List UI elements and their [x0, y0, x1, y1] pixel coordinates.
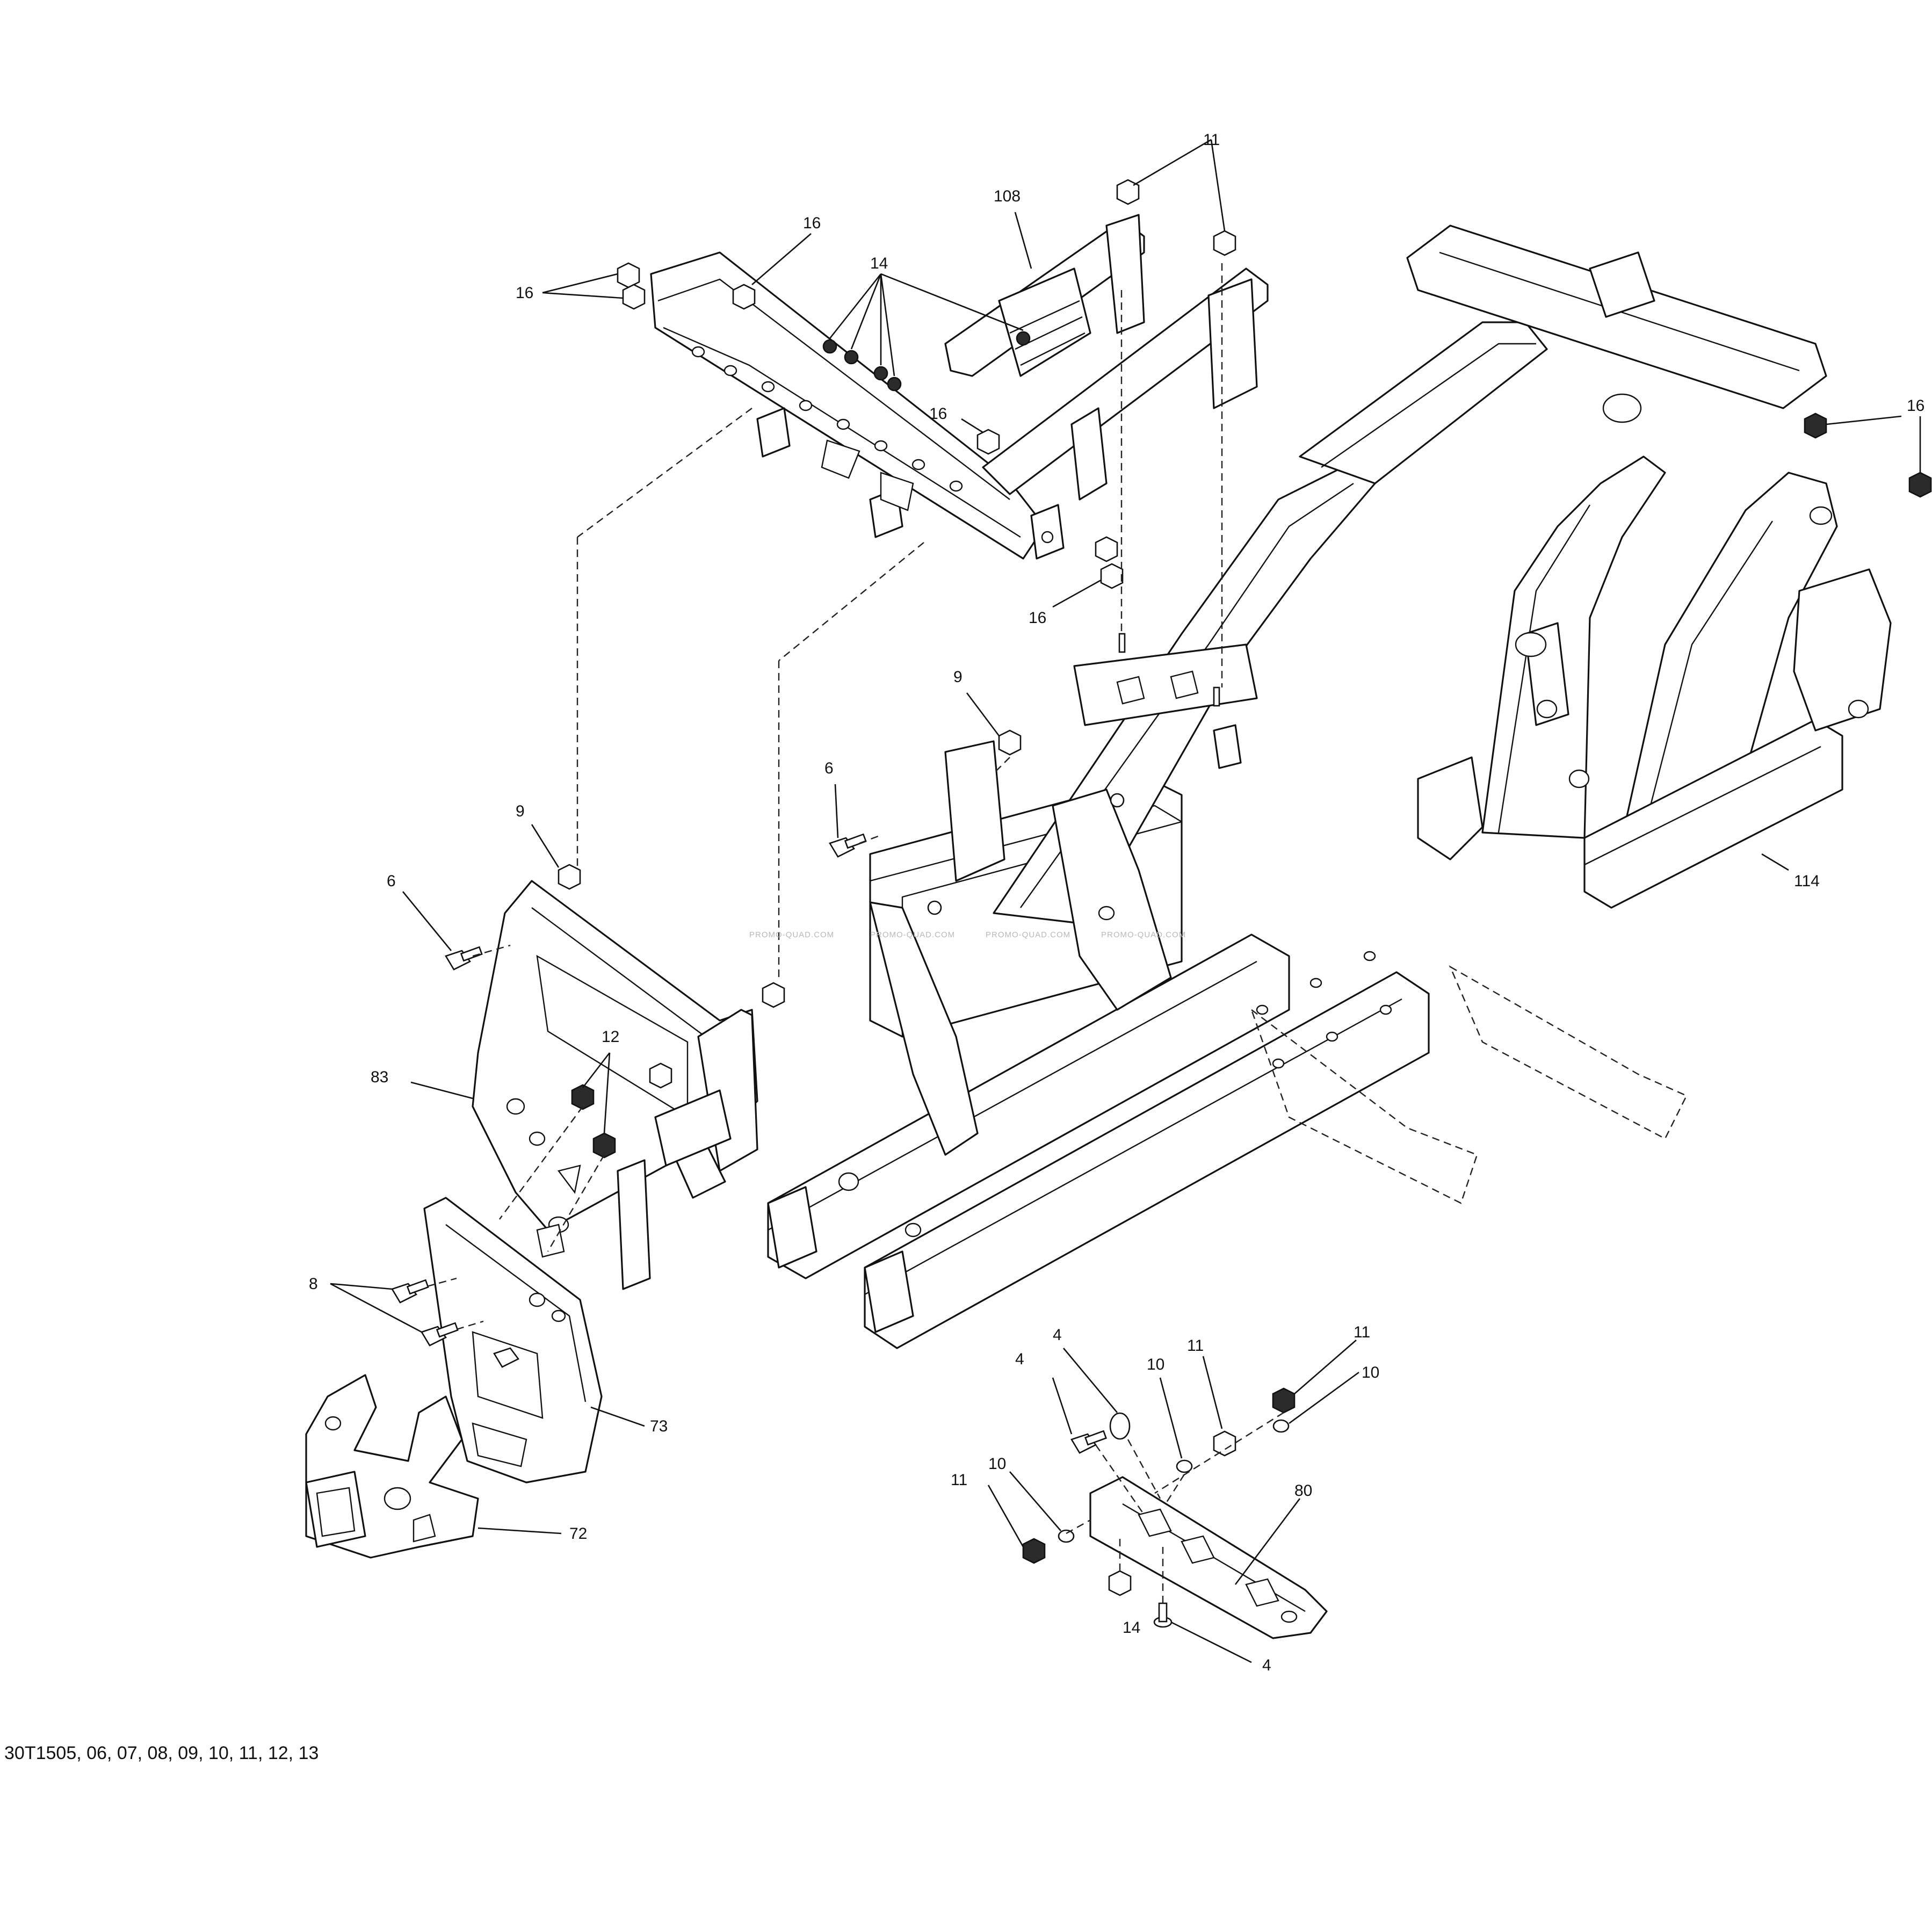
watermarks: PROMO-QUAD.COM PROMO-QUAD.COM PROMO-QUAD… [749, 930, 1186, 939]
callout-14: 14 [1123, 1619, 1140, 1637]
callout-10: 10 [1147, 1356, 1164, 1373]
callout-73: 73 [650, 1417, 668, 1435]
callout-6: 6 [824, 759, 834, 777]
callout-9: 9 [953, 668, 963, 686]
callout-8: 8 [309, 1275, 318, 1293]
watermark-text: PROMO-QUAD.COM [1101, 930, 1186, 939]
watermark-text: PROMO-QUAD.COM [749, 930, 834, 939]
callout-4: 4 [1262, 1656, 1271, 1674]
watermark-text: PROMO-QUAD.COM [986, 930, 1070, 939]
callout-11: 11 [951, 1471, 967, 1489]
callout-72: 72 [569, 1525, 587, 1543]
hardware [391, 179, 1932, 1628]
callout-16: 16 [1907, 397, 1924, 415]
callout-80: 80 [1294, 1482, 1312, 1500]
watermark-text: PROMO-QUAD.COM [870, 930, 955, 939]
leader-lines [330, 139, 1921, 1663]
diagram-reference-code: 30T1505, 06, 07, 08, 09, 10, 11, 12, 13 [4, 1743, 319, 1763]
callout-83: 83 [371, 1068, 388, 1086]
callout-6: 6 [387, 872, 396, 890]
callout-11: 11 [1203, 131, 1220, 149]
callout-4: 4 [1053, 1326, 1062, 1344]
callout-9: 9 [516, 802, 525, 820]
callout-16: 16 [803, 214, 821, 232]
part-72-hitch-receiver [305, 1374, 479, 1559]
part-114-main-frame [767, 225, 1892, 1349]
callout-10: 10 [1362, 1364, 1379, 1381]
part-80-skid-rail [1089, 1476, 1328, 1639]
part-73-lower-bracket [423, 1197, 603, 1484]
callout-labels: 108 11 16 16 14 16 16 16 9 6 114 9 6 12 … [309, 131, 1924, 1674]
part-108-upper-frame [650, 214, 1269, 560]
callout-11: 11 [1187, 1337, 1204, 1355]
callout-16: 16 [929, 405, 947, 423]
callout-114: 114 [1794, 872, 1820, 890]
callout-11: 11 [1354, 1323, 1370, 1341]
callout-10: 10 [988, 1455, 1006, 1473]
callout-16: 16 [516, 284, 533, 302]
callout-4: 4 [1015, 1350, 1024, 1368]
part-83-front-bracket [472, 880, 758, 1290]
callout-14: 14 [870, 255, 888, 272]
callout-108: 108 [994, 187, 1021, 205]
assembly-lines [426, 263, 1284, 1603]
callout-16: 16 [1029, 609, 1046, 627]
callout-12: 12 [602, 1028, 619, 1046]
